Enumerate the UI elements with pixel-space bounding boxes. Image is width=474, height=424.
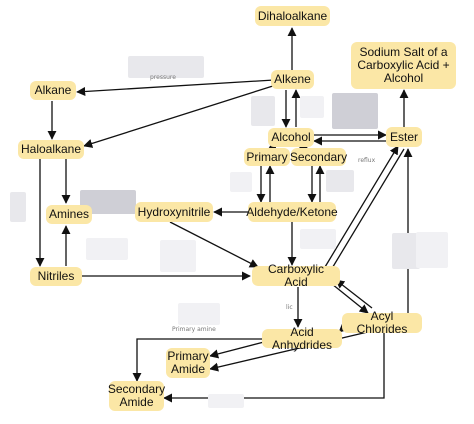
- arrow-carboxylic-ester-a: [324, 145, 399, 268]
- redacted-label: [128, 56, 204, 78]
- arrow-anhydrides-secondary-amide: [132, 338, 262, 382]
- node-hydroxynitrile: Hydroxynitrile: [135, 202, 213, 222]
- redacted-label: [178, 303, 220, 325]
- redacted-label: [10, 192, 26, 222]
- redacted-label: [300, 229, 336, 249]
- label-fragment: Primary amine: [172, 326, 216, 333]
- redacted-label: [416, 232, 448, 268]
- redacted-label: [208, 394, 244, 408]
- node-acid-anhydrides: Acid Anhydrides: [262, 325, 342, 351]
- arrow-anhydrides-primary-amide: [209, 341, 265, 359]
- node-acyl-chlorides: Acyl Chlorides: [342, 310, 422, 336]
- arrow-acyl-carboxylic: [335, 279, 373, 309]
- redacted-label: [230, 172, 252, 192]
- arrow-hydroxynitrile-carboxylic: [169, 221, 259, 268]
- label-fragment: pressure: [150, 74, 176, 81]
- node-alcohol: Alcohol: [268, 128, 314, 147]
- node-primary-amide: Primary Amide: [166, 348, 210, 378]
- node-dihaloalkane: Dihaloalkane: [255, 6, 330, 26]
- redacted-label: [300, 96, 324, 118]
- node-primary: Primary: [244, 148, 290, 166]
- node-sodium-salt: Sodium Salt of a Carboxylic Acid + Alcoh…: [351, 42, 456, 89]
- node-nitriles: Nitriles: [30, 267, 82, 286]
- node-aldehyde-ketone: Aldehyde/Ketone: [246, 202, 338, 222]
- node-secondary-amide: Secondary Amide: [107, 381, 166, 411]
- node-haloalkane: Haloalkane: [18, 140, 84, 159]
- node-carboxylic-acid: Carboxylic Acid: [252, 263, 340, 289]
- arrow-alkene-alkane: [76, 79, 275, 97]
- redacted-label: [160, 240, 196, 272]
- redacted-label: [392, 233, 420, 269]
- node-secondary: Secondary: [290, 148, 347, 166]
- node-amines: Amines: [46, 205, 92, 224]
- redacted-label: [86, 238, 128, 260]
- node-alkane: Alkane: [30, 81, 76, 100]
- arrow-alkene-haloalkane: [83, 84, 277, 148]
- redacted-label: [251, 96, 275, 126]
- redacted-label: [326, 170, 354, 192]
- node-ester: Ester: [386, 127, 422, 147]
- label-fragment: lic: [286, 304, 293, 311]
- label-fragment: reflux: [358, 157, 376, 164]
- redacted-label: [332, 93, 378, 129]
- arrow-carboxylic-acyl: [331, 283, 369, 314]
- arrow-acyl-primary-amide: [209, 330, 373, 372]
- node-alkene: Alkene: [271, 70, 314, 89]
- arrow-carboxylic-ester-b: [330, 148, 405, 271]
